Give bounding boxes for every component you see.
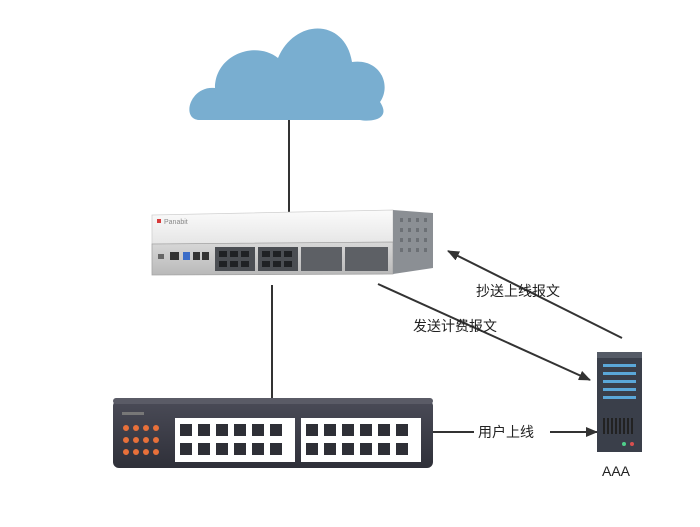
cloud-icon (189, 28, 385, 121)
aaa-label: AAA (602, 463, 631, 479)
online-copy-arrow (447, 250, 623, 339)
accounting-arrow (377, 283, 591, 381)
online-copy-label: 抄送上线报文 (476, 284, 560, 300)
aaa-server-icon (597, 352, 642, 452)
brand-label: Panabit (164, 219, 188, 226)
user-online-label: 用户上线 (478, 424, 534, 441)
network-switch-icon (113, 398, 433, 468)
panabit-appliance-icon: Panabit (151, 209, 433, 276)
accounting-label: 发送计费报文 (413, 319, 497, 335)
